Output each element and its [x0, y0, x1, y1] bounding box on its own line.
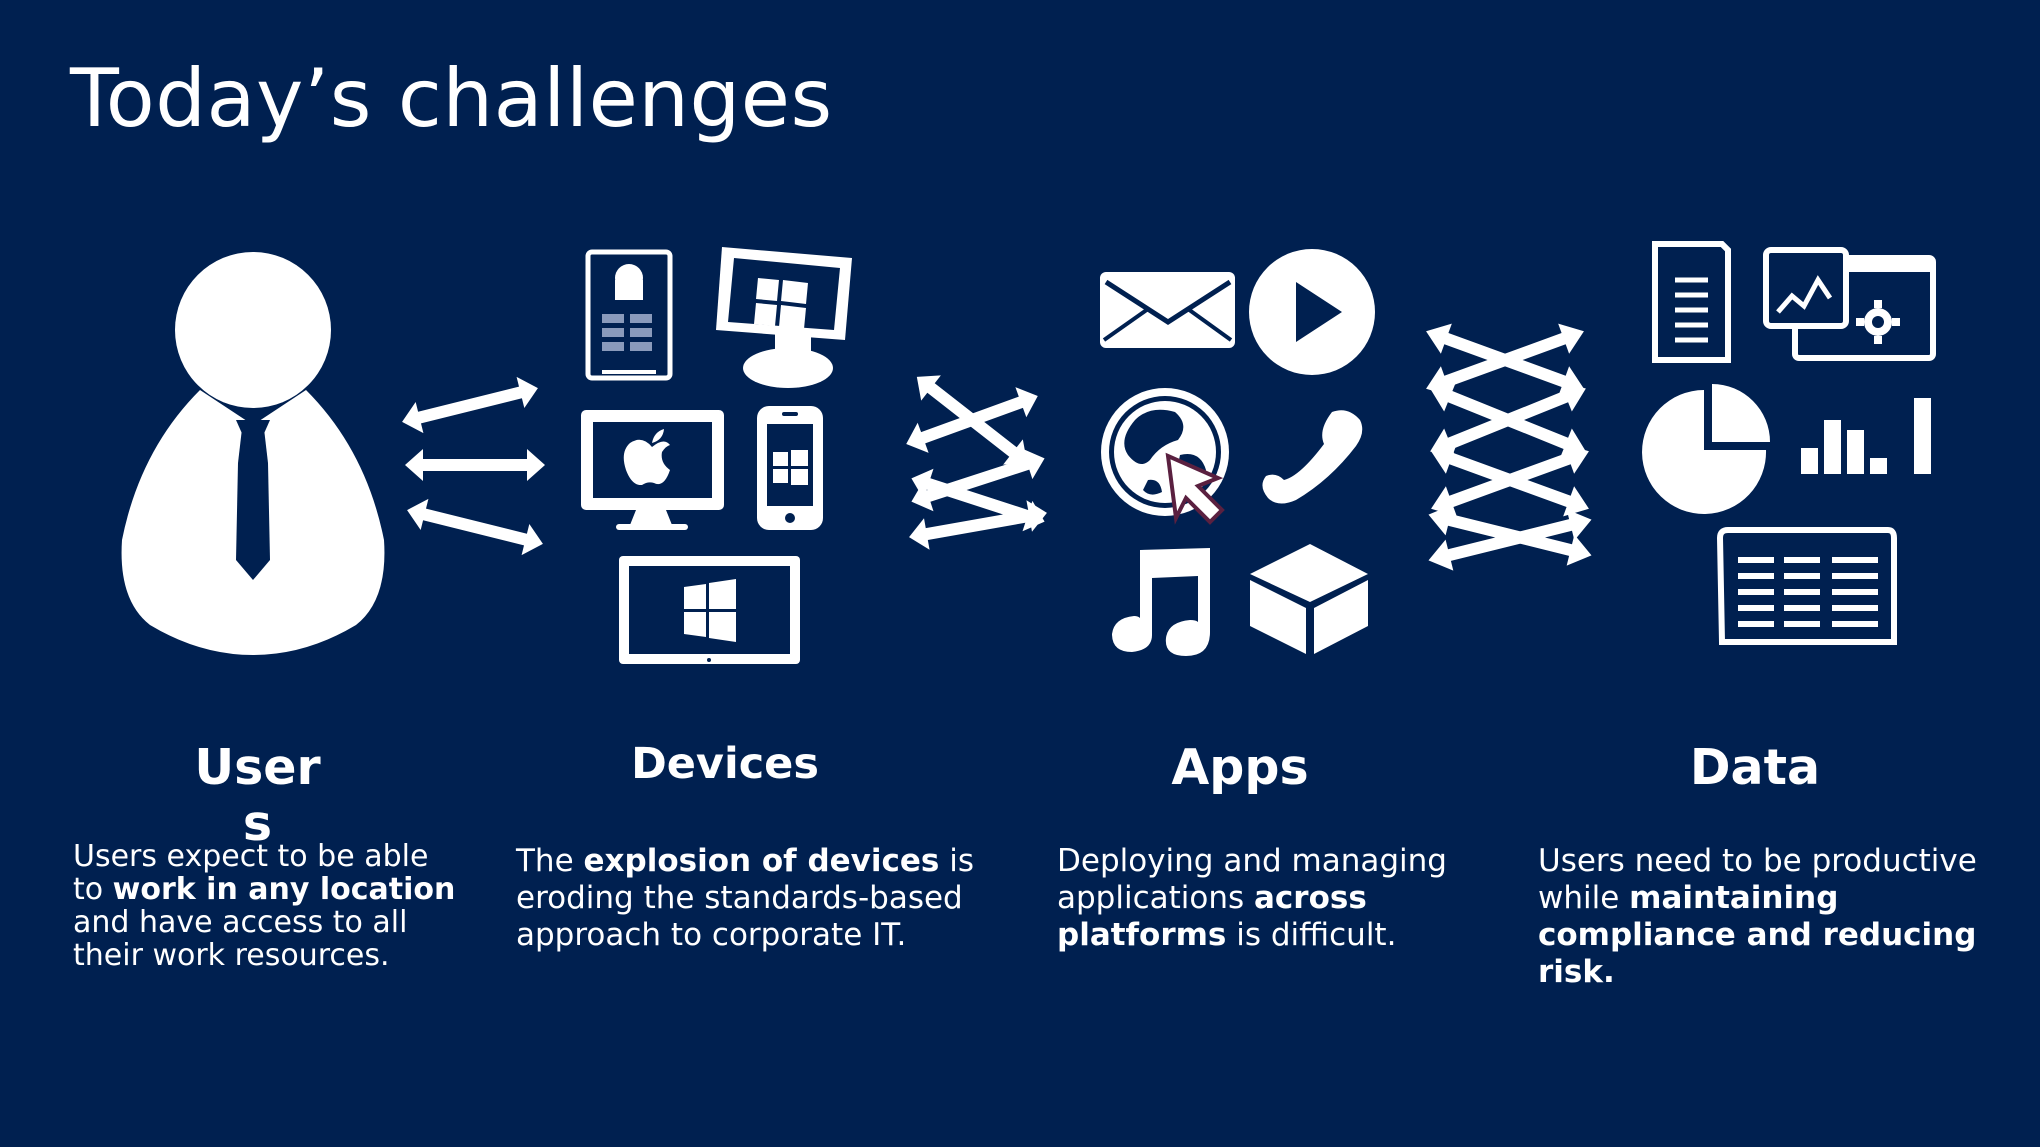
play-icon [1249, 249, 1375, 375]
heading-data: Data [1689, 739, 1821, 796]
pie-chart-icon [1642, 384, 1770, 514]
app-data-arrows [1420, 316, 1596, 576]
description-apps: Deploying and managing applications acro… [1057, 843, 1447, 953]
page-title: Today’s challenges [70, 52, 833, 145]
windows-phone-icon [757, 406, 823, 530]
description-users: Users expect to be able to work in any l… [73, 839, 456, 973]
user-device-arrows [398, 372, 547, 560]
user-icon [121, 252, 385, 655]
description-data: Users need to be productive while mainta… [1538, 843, 1977, 990]
heading-apps: Apps [1171, 739, 1309, 796]
windows-tablet-icon [619, 556, 800, 664]
bar-chart-icon [1801, 398, 1931, 474]
mail-icon [1100, 272, 1235, 348]
heading-devices: Devices [631, 739, 819, 789]
document-icon [1652, 241, 1731, 363]
heading-users: User s [194, 739, 321, 852]
package-icon [1250, 544, 1368, 654]
device-app-arrows [900, 364, 1050, 553]
globe-cursor-icon [1101, 388, 1229, 525]
music-note-icon [1112, 548, 1210, 656]
apple-monitor-icon [581, 410, 724, 530]
windows-monitor-icon [716, 247, 852, 388]
description-devices: The explosion of devices is eroding the … [516, 843, 974, 953]
phone-icon [1262, 410, 1363, 504]
android-phone-icon [585, 249, 673, 381]
spreadsheet-icon [1716, 527, 1897, 645]
dashboard-settings-icon [1763, 247, 1936, 361]
